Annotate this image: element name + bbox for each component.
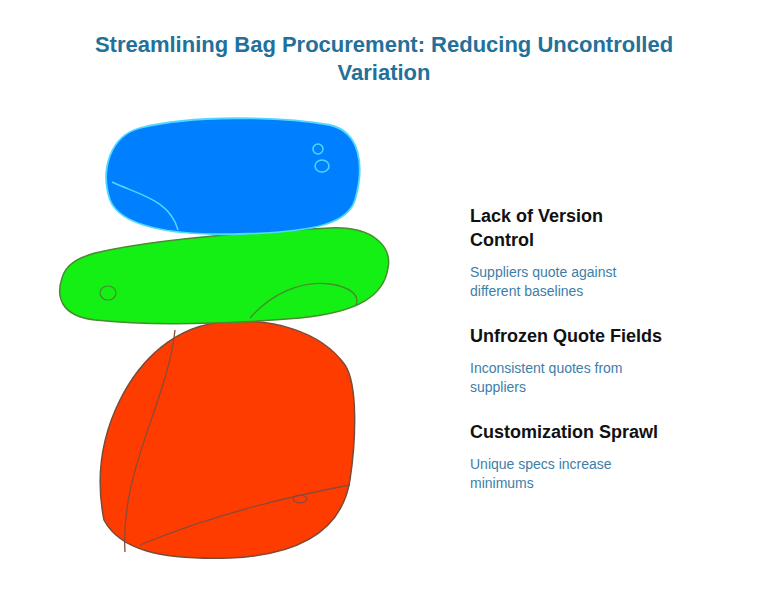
blue-stone-spot	[313, 144, 323, 154]
heading: Lack of Version Control	[470, 204, 650, 252]
red-stone-spot	[293, 495, 307, 503]
blue-stone-spot	[315, 160, 329, 172]
description: Suppliers quote against different baseli…	[470, 263, 670, 301]
description: Inconsistent quotes from suppliers	[470, 359, 670, 397]
blue-stone	[106, 118, 359, 234]
blue-stone-crease	[112, 182, 178, 230]
diagram-title: Streamlining Bag Procurement: Reducing U…	[74, 31, 694, 87]
red-stone	[100, 321, 355, 558]
green-stone-spot	[100, 286, 116, 300]
description: Unique specs increase minimums	[470, 455, 670, 493]
heading: Customization Sprawl	[470, 420, 755, 444]
green-stone	[60, 228, 389, 324]
heading: Unfrozen Quote Fields	[470, 324, 755, 348]
green-stone-crease	[250, 283, 357, 318]
red-stone-crease	[125, 330, 175, 552]
red-stone-crease	[140, 485, 350, 545]
